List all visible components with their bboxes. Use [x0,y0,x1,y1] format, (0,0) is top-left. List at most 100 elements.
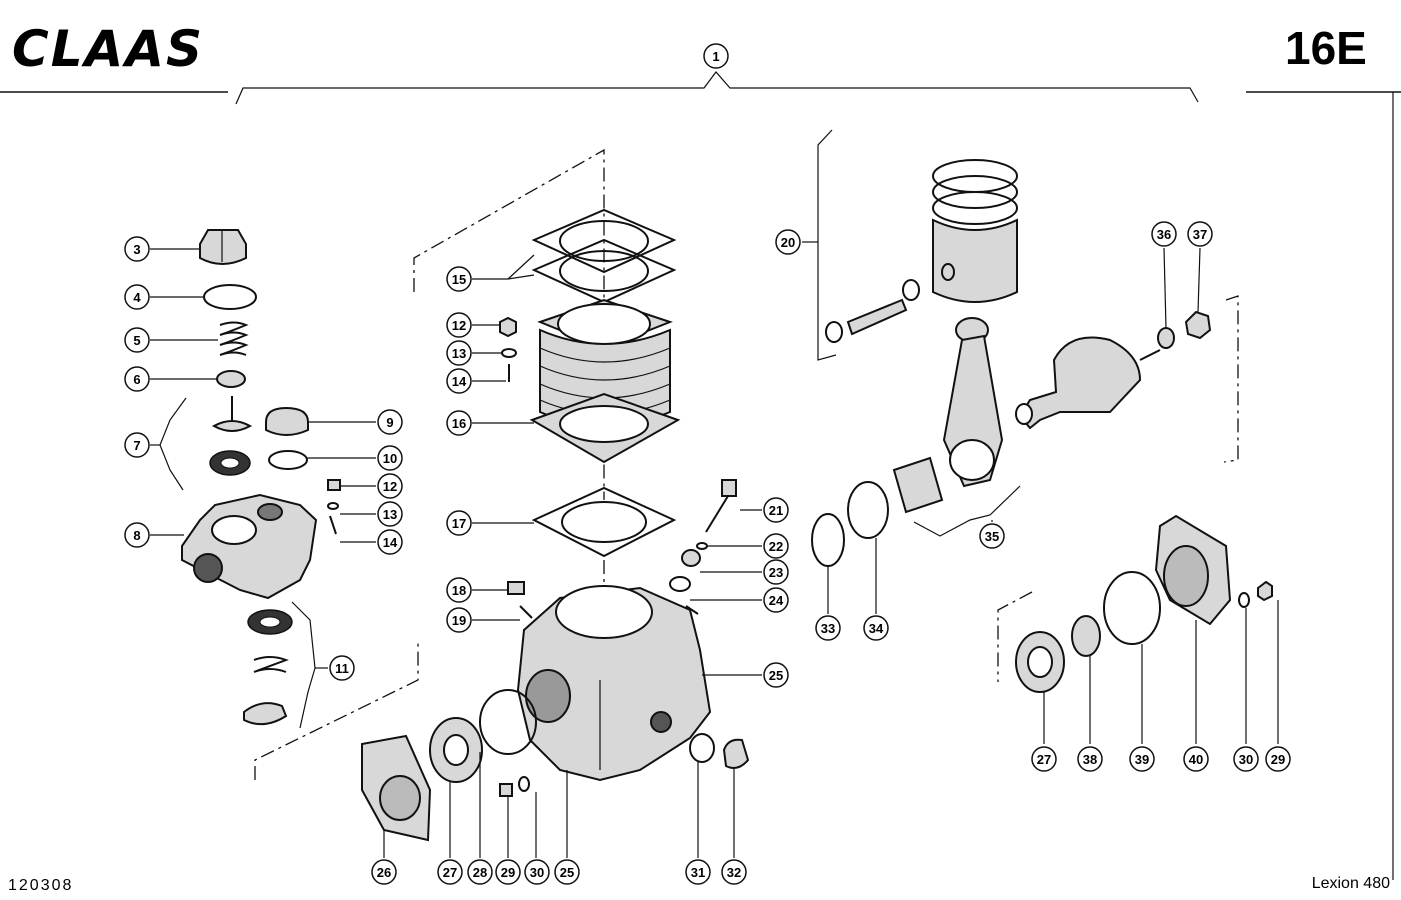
bracket-20 [817,129,837,361]
crankshaft-part [1018,336,1142,430]
callout-bubble[interactable]: 32 [721,859,747,885]
callout-bubble[interactable]: 12 [377,473,403,499]
gasket-part [531,238,677,304]
svg-text:22: 22 [769,539,783,554]
callout-bubble[interactable]: 39 [1129,746,1155,772]
leader-lines [150,241,1279,858]
callout-bubble[interactable]: 20 [775,229,801,255]
gasket-part [531,486,677,558]
callout-bubble[interactable]: 1 [703,43,729,69]
callout-bubble[interactable]: 14 [446,368,472,394]
bracket-crank [1223,295,1239,463]
svg-text:29: 29 [501,865,515,880]
svg-text:21: 21 [769,503,783,518]
callout-bubble[interactable]: 36 [1151,221,1177,247]
callout-bubble[interactable]: 25 [763,662,789,688]
svg-text:36: 36 [1157,227,1171,242]
svg-text:14: 14 [383,535,398,550]
callout-bubble[interactable]: 30 [1233,746,1259,772]
callout-bubble[interactable]: 27 [1031,746,1057,772]
svg-text:5: 5 [133,333,140,348]
cap-part [199,229,247,265]
callout-bubble[interactable]: 29 [1265,746,1291,772]
piston-group [811,129,1239,567]
callout-bubble[interactable]: 6 [124,366,150,392]
header: CLAAS 16E [0,20,1401,880]
callout-bubble[interactable]: 21 [763,497,789,523]
callout-bubble[interactable]: 5 [124,327,150,353]
callout-bubble[interactable]: 37 [1187,221,1213,247]
callout-bubble[interactable]: 16 [446,410,472,436]
svg-text:13: 13 [383,507,397,522]
svg-text:15: 15 [452,272,466,287]
callout-bubble[interactable]: 26 [371,859,397,885]
callout-bubble[interactable]: 34 [863,615,889,641]
svg-text:6: 6 [133,372,140,387]
svg-text:9: 9 [386,415,393,430]
svg-text:27: 27 [443,865,457,880]
svg-text:28: 28 [473,865,487,880]
callout-bubble[interactable]: 4 [124,284,150,310]
callout-bubble[interactable]: 14 [377,529,403,555]
callout-bubble[interactable]: 8 [124,522,150,548]
spring-part [219,321,249,356]
plug-part [265,406,309,436]
svg-text:4: 4 [133,290,141,305]
callout-bubble[interactable]: 31 [685,859,711,885]
svg-text:23: 23 [769,565,783,580]
svg-text:34: 34 [869,621,884,636]
assembly-bracket [235,71,1199,105]
callout-bubble[interactable]: 13 [446,340,472,366]
callout-bubble[interactable]: 17 [446,510,472,536]
model-name: Lexion 480 [1312,875,1390,892]
svg-text:30: 30 [530,865,544,880]
svg-text:33: 33 [821,621,835,636]
callout-bubble[interactable]: 27 [437,859,463,885]
callout-bubble[interactable]: 12 [446,312,472,338]
callout-bubble[interactable]: 30 [524,859,550,885]
svg-text:18: 18 [452,583,466,598]
callout-bubble[interactable]: 23 [763,559,789,585]
svg-text:39: 39 [1135,752,1149,767]
callout-bubble[interactable]: 35 [979,523,1005,549]
callout-bubble[interactable]: 33 [815,615,841,641]
callout-bubble[interactable]: 22 [763,533,789,559]
gasket-part [531,208,677,274]
svg-text:14: 14 [452,374,467,389]
drawing-number: 120308 [8,877,73,894]
svg-text:3: 3 [133,242,140,257]
footer: 120308 Lexion 480 [8,875,1390,894]
dash-axis-center-top [413,148,605,500]
callouts: 1 3 4 5 6 7 8 9 10 12 13 14 11 15 12 13 … [124,43,1291,885]
svg-text:13: 13 [452,346,466,361]
svg-text:31: 31 [691,865,705,880]
svg-text:12: 12 [452,318,466,333]
callout-bubble[interactable]: 9 [377,409,403,435]
callout-bubble[interactable]: 3 [124,236,150,262]
callout-bubble[interactable]: 7 [124,432,150,458]
callout-bubble[interactable]: 13 [377,501,403,527]
dash-axis-right [997,591,1033,682]
page-code: 16E [1285,22,1367,74]
svg-text:20: 20 [781,235,795,250]
svg-text:24: 24 [769,593,784,608]
svg-text:17: 17 [452,516,466,531]
callout-bubble[interactable]: 11 [329,655,355,681]
svg-text:25: 25 [769,668,783,683]
callout-bubble[interactable]: 40 [1183,746,1209,772]
callout-bubble[interactable]: 29 [495,859,521,885]
callout-bubble[interactable]: 38 [1077,746,1103,772]
callout-bubble[interactable]: 10 [377,445,403,471]
piston-part [932,218,1018,303]
callout-bubble[interactable]: 19 [446,607,472,633]
svg-text:26: 26 [377,865,391,880]
callout-bubble[interactable]: 24 [763,587,789,613]
bracket-35 [913,485,1021,537]
callout-bubble[interactable]: 15 [446,266,472,292]
callout-bubble[interactable]: 25 [554,859,580,885]
callout-bubble[interactable]: 28 [467,859,493,885]
callout-bubble[interactable]: 18 [446,577,472,603]
piston-pin-part [846,298,908,336]
svg-text:10: 10 [383,451,397,466]
